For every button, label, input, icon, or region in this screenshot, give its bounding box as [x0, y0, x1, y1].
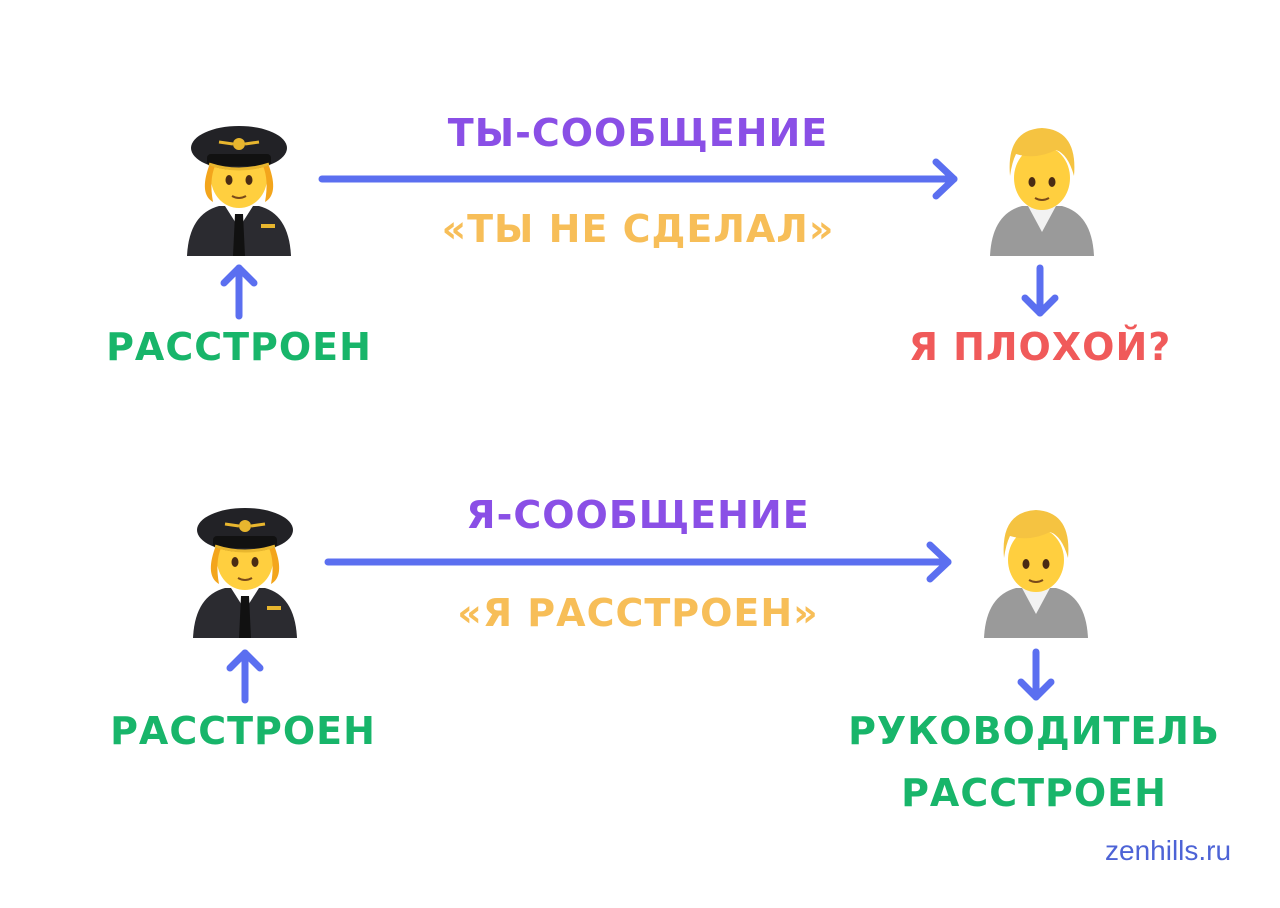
message-type-label: ТЫ-СООБЩЕНИЕ	[447, 111, 829, 155]
sender-state-label: РАССТРОЕН	[106, 325, 372, 369]
receiver-reaction-label: Я ПЛОХОЙ?	[908, 325, 1172, 369]
message-arrow	[318, 158, 958, 200]
person-icon	[989, 127, 1095, 257]
sender-state-label: РАССТРОЕН	[110, 709, 376, 753]
sender-state-arrow	[226, 649, 264, 704]
receiver-reaction-arrow	[1017, 648, 1055, 701]
pilot-icon	[191, 506, 299, 640]
message-quote: «ТЫ НЕ СДЕЛАЛ»	[441, 207, 835, 251]
message-type-label: Я-СООБЩЕНИЕ	[466, 493, 810, 537]
watermark: zenhills.ru	[1105, 835, 1232, 866]
pilot-icon	[185, 124, 293, 258]
person-icon	[983, 509, 1089, 639]
message-arrow	[324, 541, 952, 583]
receiver-reaction-label: РУКОВОДИТЕЛЬ	[848, 709, 1220, 753]
message-quote: «Я РАССТРОЕН»	[457, 591, 819, 635]
receiver-reaction-label: РАССТРОЕН	[901, 771, 1167, 815]
sender-state-arrow	[220, 264, 258, 320]
receiver-reaction-arrow	[1021, 264, 1059, 317]
